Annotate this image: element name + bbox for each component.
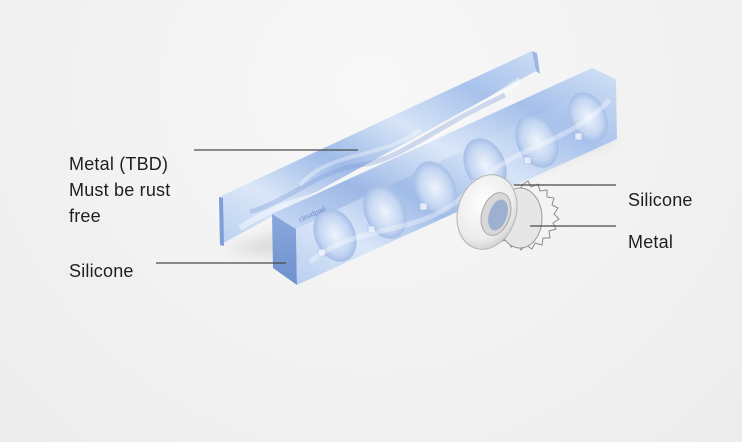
strip-cavities [313, 92, 608, 262]
label-silicone-strip: Silicone [69, 261, 134, 281]
label-metal-ring: Metal [628, 232, 674, 252]
label-metal-tbd-line3: free [69, 206, 101, 226]
silicone-ring [456, 174, 518, 250]
leader-lines [156, 149, 616, 264]
ring-assembly [456, 174, 560, 251]
label-metal-tbd-line2: Must be rust [69, 180, 171, 200]
silicone-strip: cloudpad [272, 68, 617, 285]
label-silicone-ring: Silicone [628, 190, 693, 210]
label-metal-tbd-line1: Metal (TBD) [69, 154, 169, 174]
label-metal-tbd: Metal (TBD) Must be rust free [69, 151, 170, 229]
